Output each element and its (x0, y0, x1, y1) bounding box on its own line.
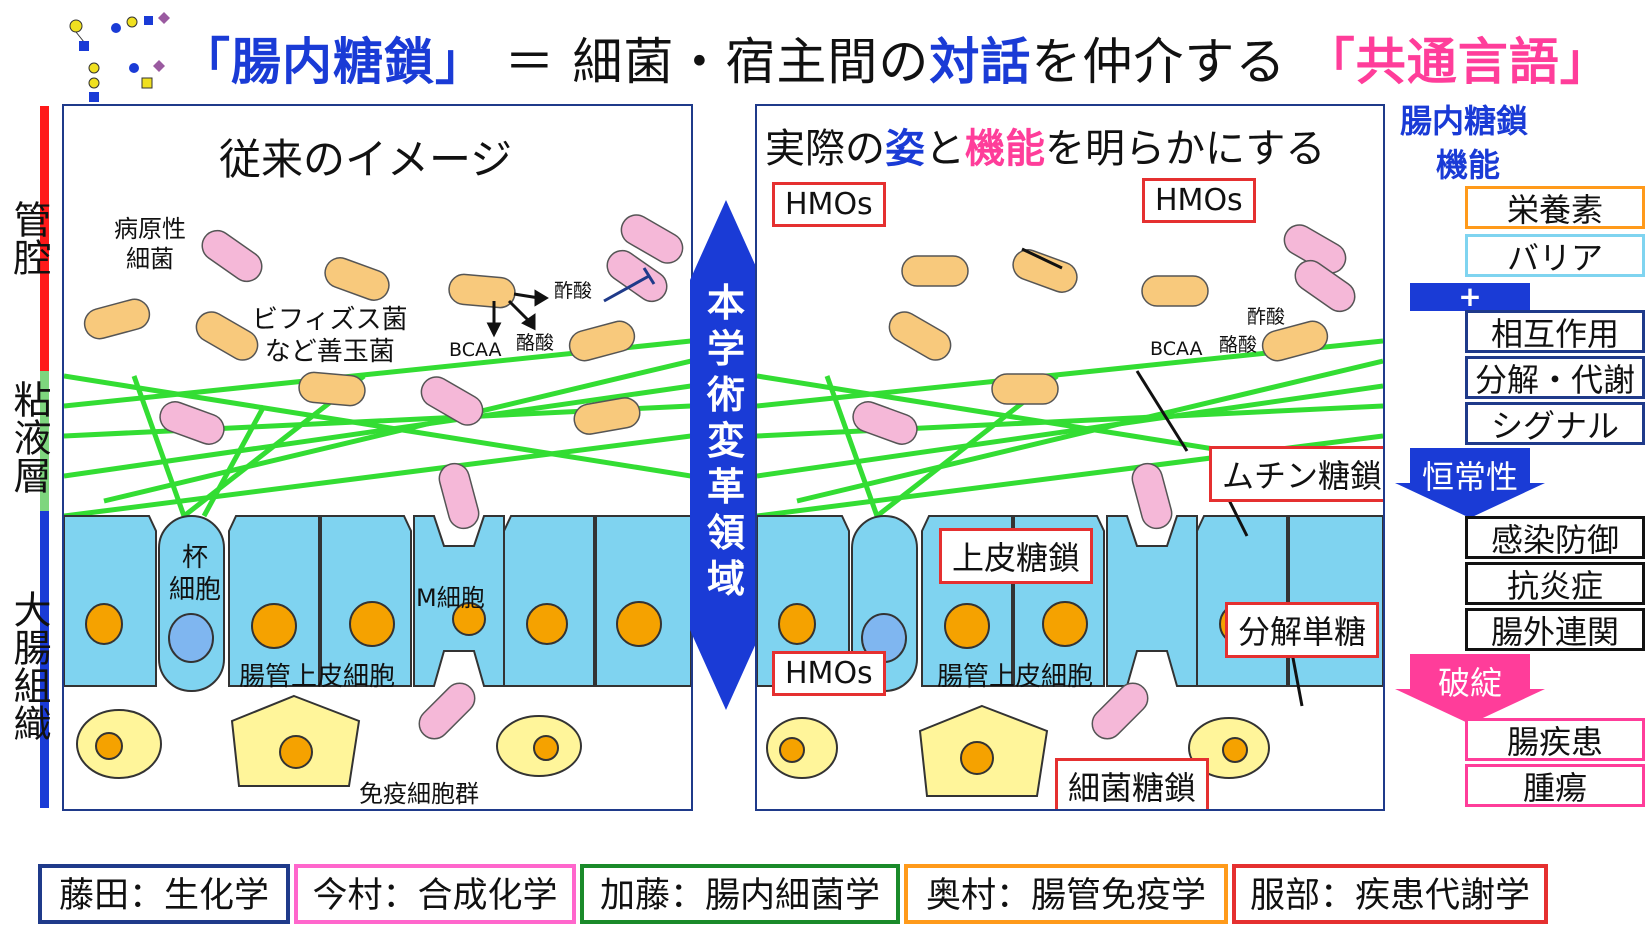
left-panel: 従来のイメージ 病原性 細菌 ビフィズス菌 など善玉菌 酢酸 酪酸 BCAA 杯… (62, 104, 693, 811)
left-panel-title: 従来のイメージ (219, 135, 513, 184)
title-glycan-icons (69, 12, 170, 102)
title-glycan-term: 「腸内糖鎖」 (180, 33, 486, 91)
title-middle: ＝ 細菌・宿主間の (504, 33, 930, 91)
function-metabolism: 分解・代謝 (1465, 356, 1645, 399)
bcaa-label: BCAA (449, 339, 502, 361)
member-fujita: 藤田：生化学 (38, 864, 290, 924)
function-interaction: 相互作用 (1465, 310, 1645, 353)
tissue-label: 大腸組織 (7, 590, 51, 742)
right-title-part-a: 実際の (765, 126, 885, 172)
function-infection-defense: 感染防御 (1465, 516, 1645, 559)
acetic-label: 酢酸 (554, 280, 593, 302)
center-arrow (690, 200, 762, 710)
bacterial-glycan-label: 細菌糖鎖 (1055, 758, 1210, 809)
title-dialogue: 対話 (929, 33, 1032, 91)
center-arrow-text: 本学術変革領域 (706, 281, 745, 601)
epithelial-label: 腸管上皮細胞 (239, 662, 396, 692)
right-bcaa-label: BCAA (1150, 338, 1203, 360)
function-nutrient: 栄養素 (1465, 186, 1645, 229)
right-title-part-c: と (925, 126, 965, 172)
goblet-cell-label: 杯 細胞 (169, 543, 222, 605)
bifido-label: ビフィズス菌 など善玉菌 (252, 305, 408, 367)
epithelial-glycan-label: 上皮糖鎖 (939, 528, 1094, 584)
title-mediate: を仲介する (1031, 33, 1287, 91)
lumen-bar (40, 106, 49, 371)
function-barrier: バリア (1465, 234, 1645, 277)
function-header-1: 腸内糖鎖 (1400, 102, 1529, 140)
homeostasis-label: 恒常性 (1421, 458, 1518, 496)
page-title: 「腸内糖鎖」 ＝ 細菌・宿主間の対話を仲介する 「共通言語」 (180, 22, 1611, 94)
left-panel-illustration (64, 214, 691, 787)
monosaccharide-label: 分解単糖 (1225, 602, 1380, 658)
right-epithelial-label: 腸管上皮細胞 (937, 662, 1094, 692)
mucin-glycan-label: ムチン糖鎖 (1209, 446, 1383, 502)
immune-cells-label: 免疫細胞群 (359, 780, 479, 808)
right-title-function: 機能 (965, 126, 1045, 172)
immune-cells (76, 694, 582, 787)
right-panel-title: 実際の姿と機能を明らかにする (765, 116, 1325, 174)
right-butyric-label: 酪酸 (1219, 334, 1258, 356)
function-header-2: 機能 (1436, 146, 1501, 184)
function-bowel-disease: 腸疾患 (1465, 718, 1645, 761)
right-acetic-label: 酢酸 (1247, 306, 1286, 328)
member-imamura: 今村：合成化学 (294, 864, 576, 924)
right-panel: 実際の姿と機能を明らかにする HMOs HMOs HMOs 酢酸 酪酸 BCAA… (755, 104, 1385, 811)
hmos-label-1: HMOs (772, 182, 886, 227)
pathogen-label: 病原性 細菌 (114, 215, 186, 273)
tissue-bar (40, 511, 49, 808)
butyric-label: 酪酸 (516, 332, 555, 354)
function-extraintestinal: 腸外連関 (1465, 608, 1645, 651)
plus-sign: + (1410, 283, 1530, 311)
mucus-bar (40, 371, 49, 511)
title-common-language: 「共通言語」 (1304, 33, 1611, 91)
m-cell-label: M細胞 (416, 584, 485, 612)
function-tumor: 腫瘍 (1465, 764, 1645, 807)
breakdown-label: 破綻 (1437, 664, 1502, 702)
function-anti-inflammation: 抗炎症 (1465, 562, 1645, 605)
homeostasis-arrow (1395, 448, 1545, 518)
hmos-label-3: HMOs (772, 651, 886, 696)
breakdown-arrow (1395, 654, 1545, 724)
function-signal: シグナル (1465, 402, 1645, 445)
mucus-label: 粘液層 (7, 380, 51, 494)
right-title-part-e: を明らかにする (1045, 126, 1326, 172)
member-okumura: 奥村：腸管免疫学 (904, 864, 1228, 924)
member-kato: 加藤：腸内細菌学 (580, 864, 900, 924)
member-hattori: 服部：疾患代謝学 (1232, 864, 1548, 924)
right-title-form: 姿 (885, 126, 925, 172)
nuclei (85, 601, 662, 649)
hmos-label-2: HMOs (1142, 178, 1256, 223)
lumen-label: 管腔 (7, 200, 51, 276)
